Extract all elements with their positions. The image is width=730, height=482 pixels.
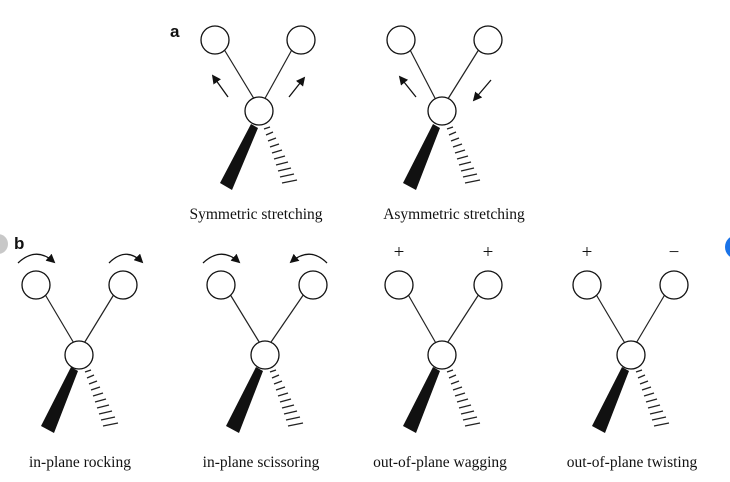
atom-right	[659, 270, 689, 300]
molecule-asymmetric-stretching	[386, 25, 503, 190]
panel-label-b: b	[14, 234, 24, 253]
hashed-bond	[263, 126, 298, 184]
arrow-right-out	[288, 76, 306, 98]
atom-right	[298, 270, 328, 300]
arrow-left-out	[211, 74, 229, 98]
caption-out-of-plane-wagging: out-of-plane wagging	[373, 454, 507, 471]
atom-center	[250, 340, 280, 370]
caption-in-plane-scissoring: in-plane scissoring	[203, 454, 320, 471]
atom-left	[572, 270, 602, 300]
left-edge-circle	[0, 234, 8, 254]
arrow-scissor-right	[289, 253, 328, 264]
sign-twisting-left: +	[582, 242, 593, 263]
wedge-bond	[592, 367, 629, 433]
hashed-bond	[635, 369, 670, 427]
wedge-bond	[41, 367, 78, 433]
arrow-left-out	[398, 75, 417, 98]
atom-left	[206, 270, 236, 300]
caption-out-of-plane-twisting: out-of-plane twisting	[567, 454, 698, 471]
atom-center	[244, 96, 274, 126]
molecule-out-of-plane-twisting	[572, 270, 689, 433]
hashed-bond	[446, 126, 481, 184]
arrow-scissor-left	[202, 253, 241, 264]
atom-center	[427, 96, 457, 126]
hashed-bond	[84, 369, 119, 427]
atom-right	[473, 270, 503, 300]
atom-left	[200, 25, 230, 55]
arrow-rock-left	[17, 253, 56, 264]
molecule-in-plane-rocking	[17, 253, 144, 433]
sign-twisting-right: −	[669, 242, 680, 263]
molecule-out-of-plane-wagging	[384, 270, 503, 433]
sign-wagging-right: +	[483, 242, 494, 263]
atom-center	[64, 340, 94, 370]
caption-in-plane-rocking: in-plane rocking	[29, 454, 131, 471]
right-edge-button[interactable]	[725, 235, 730, 259]
wedge-bond	[220, 124, 258, 190]
atom-center	[427, 340, 457, 370]
molecule-symmetric-stretching	[200, 25, 316, 190]
atom-right	[286, 25, 316, 55]
wedge-bond	[403, 124, 440, 190]
hashed-bond	[446, 369, 481, 427]
atom-left	[21, 270, 51, 300]
wedge-bond	[226, 367, 263, 433]
hashed-bond	[269, 369, 304, 427]
molecule-in-plane-scissoring	[202, 253, 328, 433]
wedge-bond	[403, 367, 440, 433]
caption-asymmetric-stretching: Asymmetric stretching	[383, 206, 525, 223]
panel-label-a: a	[170, 22, 180, 41]
arrow-rock-right	[108, 253, 144, 264]
atom-right	[108, 270, 138, 300]
atom-left	[386, 25, 416, 55]
atom-left	[384, 270, 414, 300]
arrow-right-in	[472, 79, 492, 102]
atom-center	[616, 340, 646, 370]
caption-symmetric-stretching: Symmetric stretching	[189, 206, 322, 223]
sign-wagging-left: +	[394, 242, 405, 263]
atom-right	[473, 25, 503, 55]
